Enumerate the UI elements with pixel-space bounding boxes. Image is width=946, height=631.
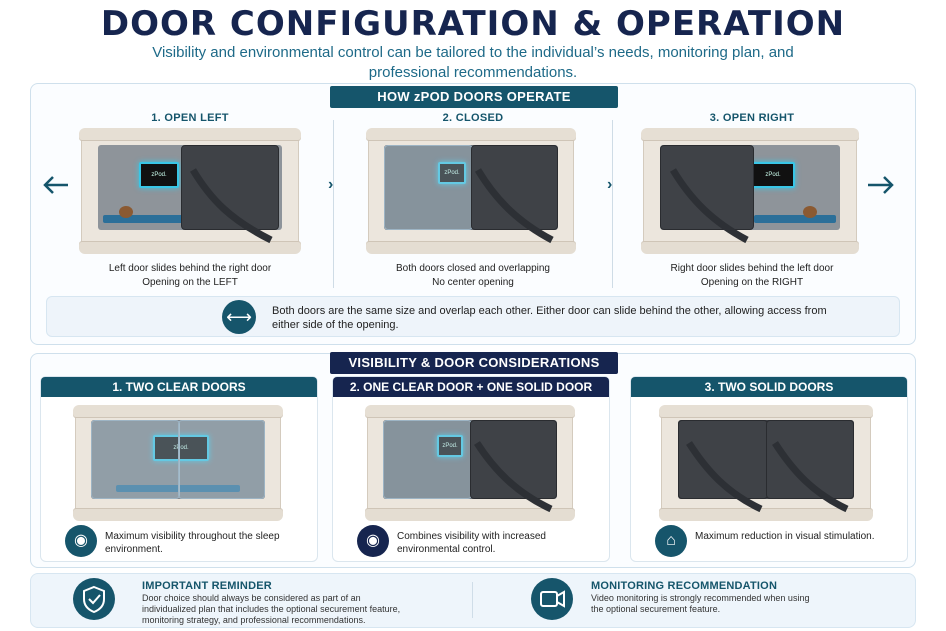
card-two-solid-doors: 3. TWO SOLID DOORS ⌂ Maximum reduction i… (630, 376, 908, 562)
arrow-left-icon (43, 176, 68, 194)
footer-panel (30, 573, 916, 628)
step-open-right: 3. OPEN RIGHT zPod. Right door slides be… (617, 110, 887, 292)
step-heading: 3. OPEN RIGHT (709, 112, 795, 124)
card-description: Maximum visibility throughout the sleep … (105, 531, 280, 555)
pod-illustration: zPod. (79, 128, 301, 254)
page-subtitle: Visibility and environmental control can… (152, 44, 794, 81)
shield-check-svg (83, 585, 105, 614)
house-icon: ⌂ (655, 525, 687, 557)
pod-illustration: zPod. (366, 128, 576, 254)
pod-illustration: zPod. (641, 128, 859, 254)
monitoring-title: MONITORING RECOMMENDATION (591, 580, 778, 592)
zpod-screen: zPod. (438, 162, 466, 184)
step-closed: 2. CLOSED zPod. Both doors closed and ov… (338, 110, 608, 292)
caption-line: Opening on the LEFT (142, 277, 238, 288)
visibility-banner: VISIBILITY & DOOR CONSIDERATIONS (330, 352, 618, 374)
caption-line: Left door slides behind the right door (108, 263, 272, 274)
caption-line: No center opening (432, 277, 514, 288)
step-caption: Both doors closed and overlapping No cen… (338, 262, 608, 290)
card-heading: 2. ONE CLEAR DOOR + ONE SOLID DOOR (333, 377, 609, 397)
overlap-info-text: Both doors are the same size and overlap… (272, 305, 827, 331)
pod-illustration: zPod. (365, 405, 575, 521)
video-camera-svg (540, 590, 565, 608)
reminder-title: IMPORTANT REMINDER (142, 580, 272, 592)
card-heading: 3. TWO SOLID DOORS (631, 377, 907, 397)
caption-line: Right door slides behind the left door (670, 263, 834, 274)
card-two-clear-doors: 1. TWO CLEAR DOORS zPod. ◉ Maximum visib… (40, 376, 318, 562)
pod-illustration: zPod. (73, 405, 283, 521)
arrow-right-icon (868, 176, 894, 194)
zpod-screen: zPod. (437, 435, 463, 457)
step-caption: Right door slides behind the left door O… (617, 262, 887, 290)
footer-divider (472, 582, 473, 618)
chevron-right-icon: › (607, 176, 613, 193)
video-camera-icon (531, 578, 573, 620)
shield-check-icon (73, 578, 115, 620)
column-divider (612, 120, 613, 288)
step-caption: Left door slides behind the right door O… (55, 262, 325, 290)
zpod-screen: zPod. (139, 162, 179, 188)
step-open-left: 1. OPEN LEFT zPod. Left door slides behi… (55, 110, 325, 292)
zpod-screen: zPod. (153, 435, 209, 461)
card-description: Maximum reduction in visual stimulation. (695, 531, 875, 542)
column-divider (333, 120, 334, 288)
step-heading: 1. OPEN LEFT (151, 112, 229, 124)
caption-line: Both doors closed and overlapping (396, 263, 550, 274)
reminder-text: Door choice should always be considered … (142, 593, 401, 625)
card-heading: 1. TWO CLEAR DOORS (41, 377, 317, 397)
pod-illustration (659, 405, 873, 521)
monitoring-text: Video monitoring is strongly recommended… (591, 593, 810, 614)
chevron-right-icon: › (328, 176, 334, 193)
page-title: DOOR CONFIGURATION & OPERATION (100, 4, 846, 44)
card-description: Combines visibility with increased envir… (397, 531, 546, 555)
card-one-clear-one-solid: 2. ONE CLEAR DOOR + ONE SOLID DOOR zPod.… (332, 376, 610, 562)
operation-banner: HOW zPOD DOORS OPERATE (330, 86, 618, 108)
step-heading: 2. CLOSED (442, 112, 504, 124)
eye-icon: ◉ (65, 525, 97, 557)
zpod-screen: zPod. (751, 162, 795, 188)
caption-line: Opening on the RIGHT (700, 277, 804, 288)
overlap-info-bar: ⟷ Both doors are the same size and overl… (46, 296, 900, 337)
eye-shield-icon: ◉ (357, 525, 389, 557)
double-arrow-icon: ⟷ (222, 300, 256, 334)
